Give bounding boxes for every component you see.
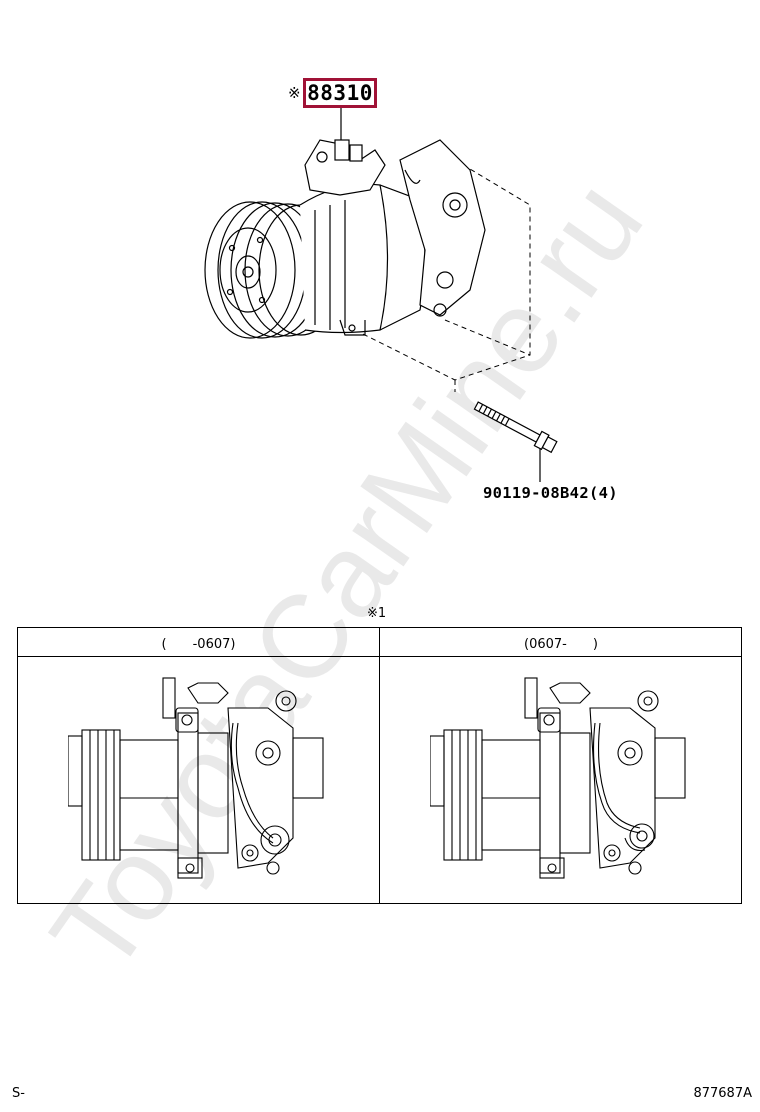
part-number-88310[interactable]: 88310 [303,78,377,108]
column-header-before: ( -0607) [18,628,379,656]
table-column-divider [379,628,380,903]
column-header-before-label: ( -0607) [161,636,236,652]
bolt-part-number[interactable]: 90119-08B42(4) [483,484,618,502]
compressor-variant-after [430,677,686,879]
column-header-after-label: (0607- ) [524,636,598,652]
part-number-label: 88310 [307,81,373,105]
footer-left-code: S- [12,1086,25,1101]
footer-illustration-id: 877687A [693,1086,752,1101]
variant-ref-mark: ※1 [367,606,387,621]
compressor-illustration [204,108,558,482]
main-part-ref-mark: ※ [288,84,301,102]
variant-table: ( -0607) (0607- ) [17,627,742,904]
column-header-after: (0607- ) [380,628,742,656]
compressor-variant-before [68,677,324,879]
